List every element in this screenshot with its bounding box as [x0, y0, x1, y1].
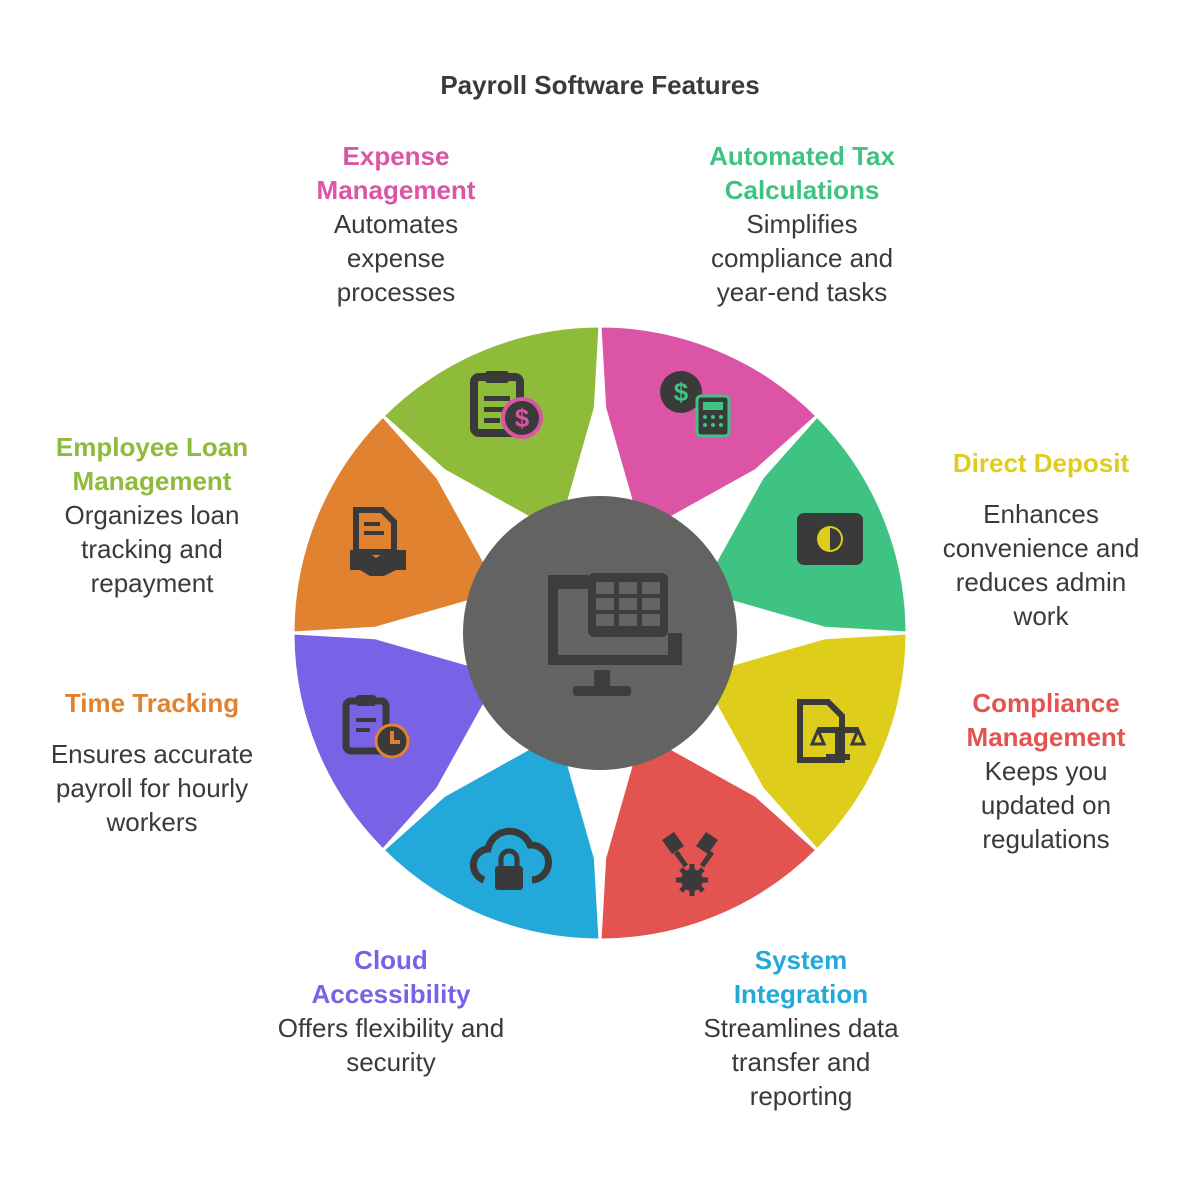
connectors-gear-icon: [662, 832, 718, 896]
feature-cloud: Cloud Accessibility Offers flexibility a…: [276, 943, 506, 1079]
svg-text:$: $: [515, 403, 530, 433]
feature-title: Employee Loan Management: [55, 432, 249, 496]
document-handshake-icon: [350, 507, 406, 576]
feature-title: Direct Deposit: [952, 448, 1130, 478]
cloud-lock-icon: [469, 827, 552, 890]
feature-expense: Expense Management Automates expense pro…: [286, 139, 506, 309]
feature-description: Keeps you updated on regulations: [980, 756, 1112, 854]
document-scale-icon: [797, 699, 867, 763]
feature-time: Time Tracking Ensures accurate payroll f…: [36, 686, 268, 839]
feature-description: Ensures accurate payroll for hourly work…: [50, 739, 254, 837]
clipboard-clock-icon: [342, 695, 410, 759]
feature-title: System Integration: [733, 945, 869, 1009]
feature-integration: System Integration Streamlines data tran…: [686, 943, 916, 1113]
feature-title: Expense Management: [316, 141, 476, 205]
feature-title: Cloud Accessibility: [311, 945, 471, 1009]
svg-text:$: $: [674, 377, 689, 407]
feature-description: Streamlines data transfer and reporting: [703, 1013, 899, 1111]
feature-description: Simplifies compliance and year-end tasks: [710, 209, 894, 307]
monitor-spreadsheet-icon: [548, 573, 682, 696]
feature-description: Enhances convenience and reduces admin w…: [942, 499, 1140, 631]
page-title: Payroll Software Features: [440, 70, 760, 100]
feature-deposit: Direct Deposit Enhances convenience and …: [926, 446, 1156, 633]
dollar-calculator-icon: $: [660, 371, 731, 438]
feature-title: Automated Tax Calculations: [709, 141, 895, 205]
banknote-icon: [797, 513, 863, 565]
feature-description: Organizes loan tracking and repayment: [64, 500, 240, 598]
clipboard-dollar-icon: $: [470, 371, 543, 439]
feature-title: Time Tracking: [64, 688, 240, 718]
feature-loan: Employee Loan Management Organizes loan …: [36, 430, 268, 600]
feature-title: Compliance Management: [966, 688, 1126, 752]
feature-description: Automates expense processes: [333, 209, 459, 307]
feature-tax: Automated Tax Calculations Simplifies co…: [680, 139, 924, 309]
feature-description: Offers flexibility and security: [277, 1013, 505, 1077]
feature-compliance: Compliance Management Keeps you updated …: [936, 686, 1156, 856]
